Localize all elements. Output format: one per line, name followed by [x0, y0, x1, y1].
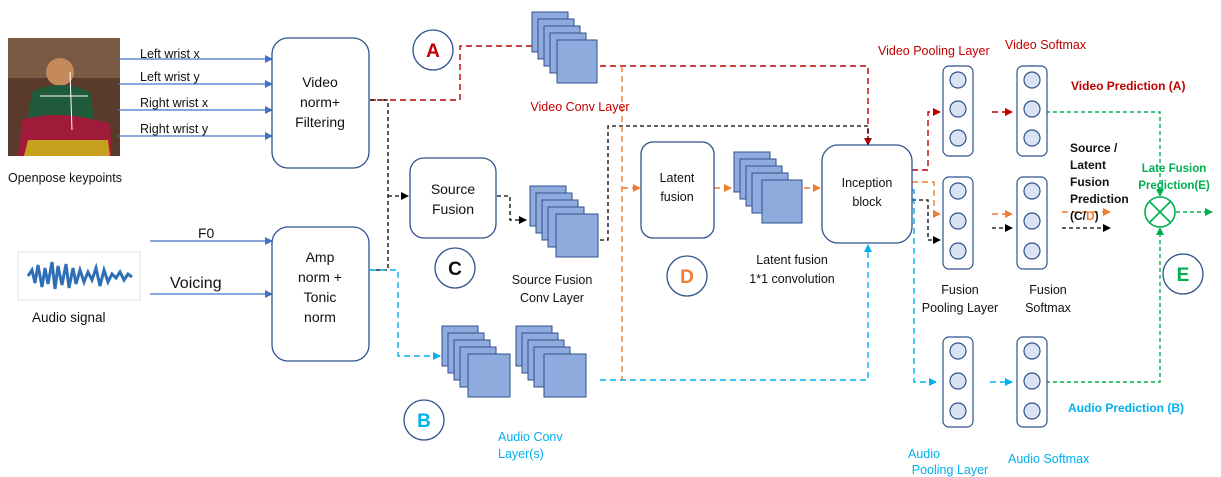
audio-conv-stack-2 — [515, 325, 587, 398]
marker-e: E — [1162, 253, 1204, 295]
dancer-photo-icon — [8, 38, 120, 156]
fusion-prediction-label-1: Source / — [1070, 141, 1118, 155]
latent-fusion-conv-label-2: 1*1 convolution — [749, 272, 835, 286]
latent-fusion-block: Latent fusion — [640, 141, 715, 239]
fusion-softmax-layer — [1016, 176, 1048, 270]
keypoint-label-right-wrist-y: Right wrist y — [140, 122, 209, 136]
fusion-pooling-label-2: Pooling Layer — [922, 301, 998, 315]
fusion-prediction-label-4: Prediction — [1070, 192, 1129, 206]
fusion-prediction-label-2: Latent — [1070, 158, 1106, 172]
audio-conv-stack-1 — [441, 325, 511, 398]
inception-label-2: block — [852, 195, 882, 209]
fusion-softmax-label-1: Fusion — [1029, 283, 1067, 297]
amp-norm-block: Amp norm + Tonic norm — [271, 226, 370, 362]
video-softmax-label: Video Softmax — [1005, 38, 1087, 52]
video-norm-block: Video norm+ Filtering — [271, 37, 370, 169]
video-conv-stack — [531, 11, 598, 84]
source-fusion-block: Source Fusion — [409, 157, 497, 239]
source-fusion-conv-label-2: Conv Layer — [520, 291, 584, 305]
video-norm-label-2: norm+ — [300, 94, 340, 110]
video-conv-label: Video Conv Layer — [530, 100, 629, 114]
amp-norm-label-1: Amp — [306, 249, 335, 265]
audio-caption: Audio signal — [32, 310, 106, 325]
late-fusion-label-1: Late Fusion — [1142, 163, 1207, 175]
marker-b-label: B — [417, 411, 431, 432]
circle-cross-icon — [1144, 196, 1176, 228]
fusion-prediction-close: ) — [1095, 209, 1099, 223]
audio-waveform-icon — [17, 251, 141, 301]
fusion-softmax-label-2: Softmax — [1025, 301, 1072, 315]
source-fusion-label-2: Fusion — [432, 201, 474, 217]
audio-pooling-label-1: Audio — [908, 447, 940, 461]
audio-conv-label-2: Layer(s) — [498, 447, 544, 461]
latent-fusion-conv-label-1: Latent fusion — [756, 253, 828, 267]
video-prediction-label: Video Prediction (A) — [1071, 79, 1185, 93]
audio-prediction-label: Audio Prediction (B) — [1068, 401, 1184, 415]
source-fusion-label-1: Source — [431, 181, 476, 197]
fusion-prediction-d: D — [1086, 209, 1095, 223]
video-softmax-layer — [1016, 65, 1048, 157]
amp-norm-label-2: norm + — [298, 269, 342, 285]
audio-softmax-layer — [1016, 336, 1048, 428]
audio-pooling-label-2: Pooling Layer — [912, 463, 988, 477]
marker-b: B — [403, 399, 445, 441]
latent-fusion-label-2: fusion — [660, 190, 693, 204]
source-fusion-conv-label-1: Source Fusion — [512, 273, 593, 287]
marker-c-label: C — [448, 259, 462, 280]
latent-fusion-conv-stack — [733, 151, 803, 224]
f0-label: F0 — [198, 225, 215, 241]
source-fusion-conv-stack — [529, 185, 599, 258]
inception-block: Inception block — [821, 144, 913, 244]
keypoint-label-left-wrist-y: Left wrist y — [140, 70, 200, 84]
marker-d: D — [666, 255, 708, 297]
marker-d-label: D — [680, 267, 694, 288]
marker-a: A — [412, 29, 454, 71]
audio-pooling-layer — [942, 336, 974, 428]
audio-conv-label-1: Audio Conv — [498, 430, 563, 444]
fusion-prediction-c: (C/ — [1070, 209, 1087, 223]
fusion-prediction-label-3: Fusion — [1070, 175, 1109, 189]
keypoint-label-right-wrist-x: Right wrist x — [140, 96, 209, 110]
latent-fusion-label-1: Latent — [660, 171, 695, 185]
video-norm-label-3: Filtering — [295, 114, 345, 130]
amp-norm-label-3: Tonic — [304, 289, 337, 305]
keypoint-label-left-wrist-x: Left wrist x — [140, 47, 200, 61]
audio-softmax-label: Audio Softmax — [1008, 452, 1090, 466]
openpose-caption: Openpose keypoints — [8, 171, 122, 185]
amp-norm-label-4: norm — [304, 309, 336, 325]
voicing-label: Voicing — [170, 275, 222, 292]
marker-a-label: A — [426, 41, 440, 62]
fusion-prediction-label-5: (C/D) — [1070, 209, 1099, 223]
video-pooling-label: Video Pooling Layer — [878, 44, 990, 58]
fusion-pooling-label-1: Fusion — [941, 283, 979, 297]
fusion-pooling-layer — [942, 176, 974, 270]
inception-label-1: Inception — [842, 176, 893, 190]
marker-e-label: E — [1177, 265, 1190, 286]
late-fusion-label-2: Prediction(E) — [1138, 180, 1210, 192]
marker-c: C — [434, 247, 476, 289]
video-norm-label-1: Video — [302, 74, 338, 90]
video-pooling-layer — [942, 65, 974, 157]
